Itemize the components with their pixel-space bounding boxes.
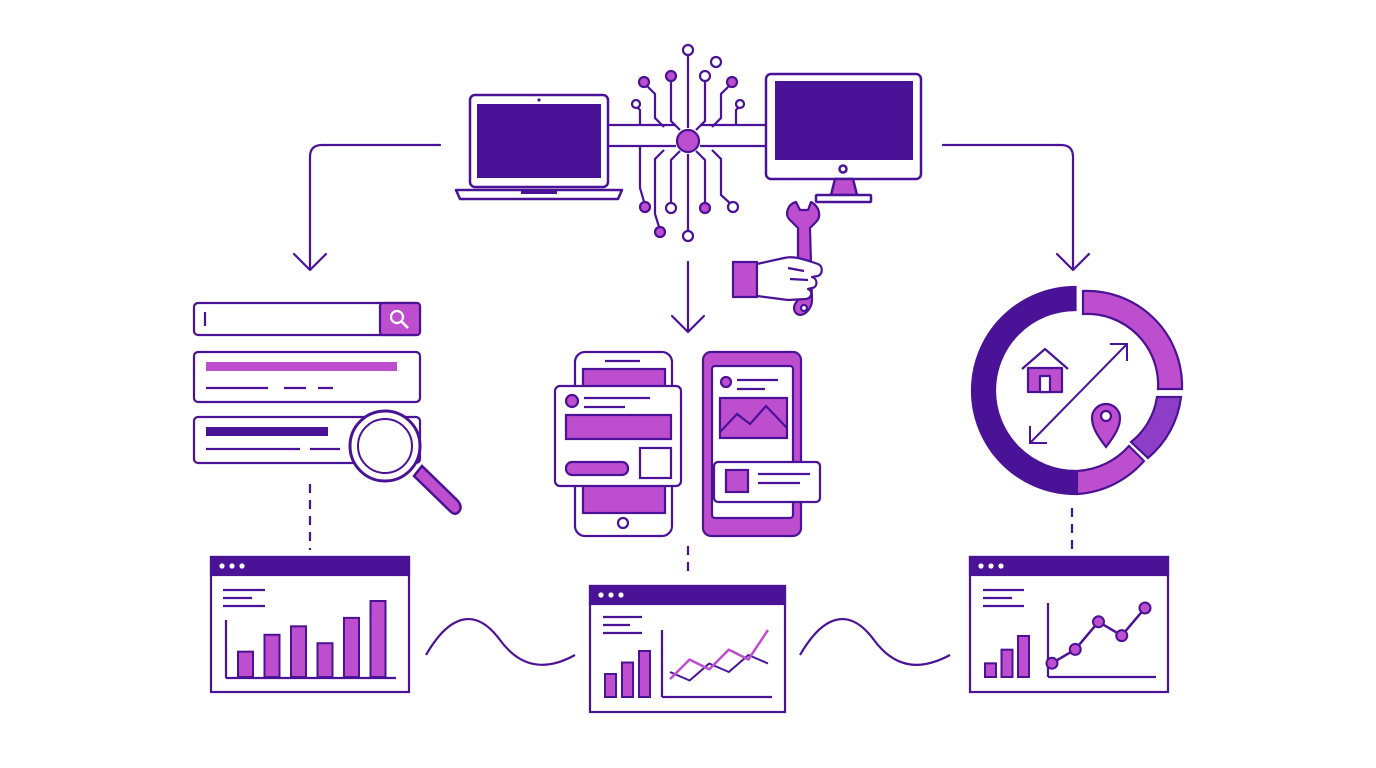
chart-point (1092, 615, 1105, 629)
bar-series (984, 635, 1030, 679)
content-card-icon (712, 460, 822, 504)
chart-bar (638, 650, 651, 698)
home-icon (1021, 347, 1069, 394)
chart-point (1138, 601, 1152, 615)
line-series-group (1045, 601, 1152, 670)
magnifier-icon (348, 409, 462, 515)
line-series-group (669, 629, 770, 682)
bar-series (237, 600, 387, 679)
ring-chart-icon (970, 285, 1184, 496)
chart-bar (604, 673, 617, 698)
chart-bar (1000, 648, 1014, 679)
ring-segment-bottom (1075, 444, 1146, 496)
trend-dashboard-icon (968, 555, 1170, 694)
double-arrow-icon (1029, 343, 1128, 444)
chart-line (669, 629, 770, 681)
tablet-icon (701, 350, 803, 538)
bar-dashboard-icon (209, 555, 411, 694)
chart-bar (621, 661, 634, 698)
bar-series (604, 650, 651, 698)
ring-segment-right (1129, 395, 1183, 460)
top-connectors (292, 143, 1091, 334)
right-arrow-head (1055, 252, 1091, 272)
chart-point (1045, 656, 1059, 670)
chart-point (1115, 629, 1129, 643)
content-card-icon (553, 384, 683, 488)
chart-bar (316, 642, 334, 679)
search-bar-icon (192, 301, 422, 337)
chart-bar (237, 650, 254, 679)
left-arrow-head (292, 252, 328, 272)
hand-wrench-icon (731, 200, 823, 316)
chart-bar (263, 633, 281, 678)
chart-bar (290, 625, 307, 678)
combo-dashboard-icon (588, 584, 787, 714)
ring-segment-dark (970, 285, 1077, 496)
chart-bar (984, 662, 997, 678)
wave-connectors (425, 618, 951, 666)
left-branch-connector (308, 143, 442, 270)
desktop-monitor-icon (764, 72, 923, 204)
center-arrow-head (670, 314, 706, 334)
chart-bar (369, 600, 387, 678)
laptop-icon (454, 93, 624, 201)
ring-segment-top (1081, 289, 1184, 391)
location-pin-icon (1090, 402, 1122, 449)
dashed-connectors (308, 484, 1074, 578)
chart-point (1068, 642, 1082, 656)
circuit-hub-icon (609, 43, 766, 243)
chart-bar (1017, 635, 1030, 678)
chart-bar (343, 616, 360, 679)
right-branch-connector (941, 143, 1075, 270)
